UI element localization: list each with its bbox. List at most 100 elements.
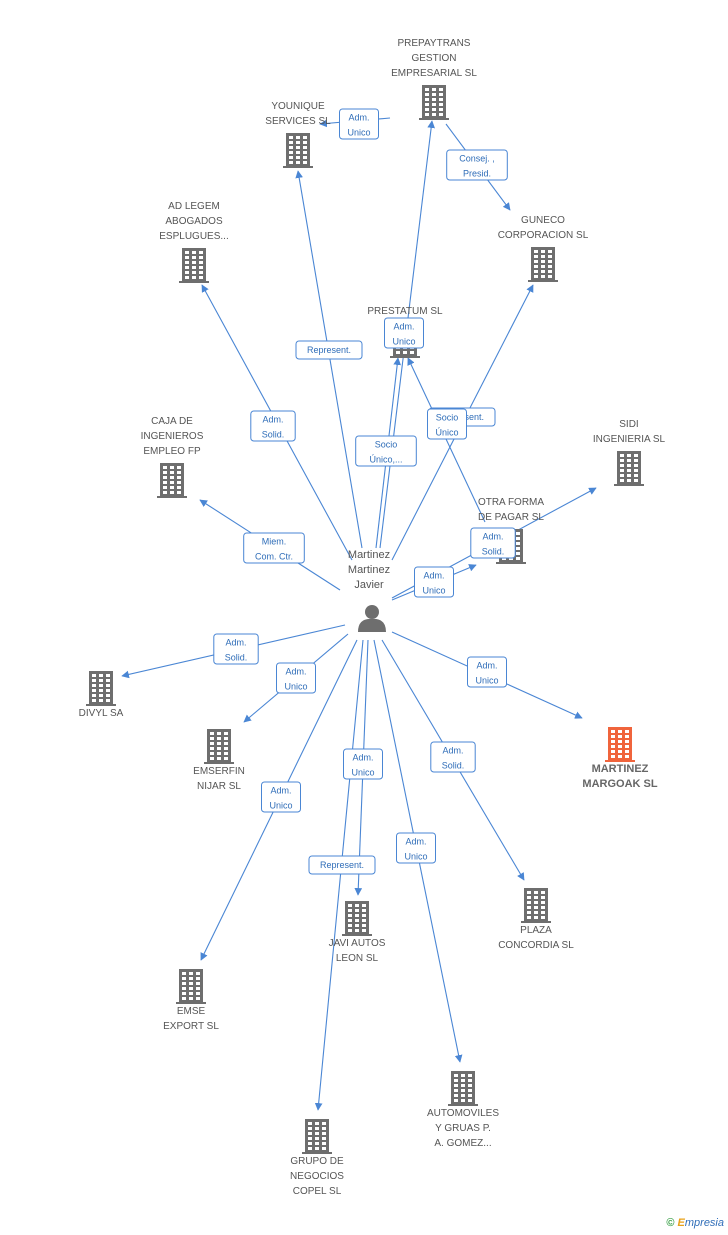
- edge-label-center-emserfin[interactable]: Adm.Unico: [276, 662, 316, 694]
- building-icon: [528, 247, 558, 282]
- edge-center-grupo: [314, 639, 364, 1111]
- company-node-younique[interactable]: YOUNIQUE SERVICES SL: [265, 101, 331, 168]
- edge-label-prepaytrans-guneco[interactable]: Consej. , Presid.: [446, 149, 508, 181]
- edge-label-center-younique[interactable]: Represent.: [295, 340, 363, 360]
- company-name: SERVICES SL: [265, 116, 331, 127]
- edge-label-prepaytrans-younique[interactable]: Adm. Unico: [339, 108, 379, 140]
- edge-label-center-otraforma[interactable]: Adm. Unico: [414, 566, 454, 598]
- building-icon: [176, 969, 206, 1004]
- edge-label-text: Único: [435, 428, 458, 438]
- edge-label-text: Unico: [347, 128, 370, 138]
- edge-label-center-automoviles[interactable]: Adm.Unico: [396, 832, 436, 864]
- edge-label-box: [250, 410, 296, 442]
- edge-label-text: Miem.: [262, 537, 287, 547]
- edge-label-text: Com. Ctr.: [255, 552, 293, 562]
- person-name: Martinez: [348, 564, 390, 576]
- edge-label-center-adlegem[interactable]: Adm.Solid.: [250, 410, 296, 442]
- building-icon: [86, 671, 116, 706]
- company-name: GRUPO DE: [290, 1156, 344, 1167]
- edge-label-box: [427, 408, 467, 440]
- edge-label-text: Unico: [351, 768, 374, 778]
- edge-label-box: [308, 855, 376, 875]
- company-name: CAJA DE: [151, 416, 193, 427]
- edge-label-text: Consej. ,: [459, 154, 495, 164]
- company-name: INGENIEROS: [141, 431, 204, 442]
- company-name: AD LEGEM: [168, 201, 220, 212]
- edge-label-text: Presid.: [463, 169, 491, 179]
- edge-label-center-divyl[interactable]: Adm. Solid.: [213, 633, 259, 665]
- building-icon: [448, 1071, 478, 1106]
- company-name: CONCORDIA SL: [498, 940, 574, 951]
- edge-label-text: Adm.: [423, 571, 444, 581]
- edge-label-center-emse[interactable]: Adm. Unico: [261, 781, 301, 813]
- company-name: PREPAYTRANS: [398, 38, 471, 49]
- copyright-symbol: ©: [666, 1217, 675, 1229]
- edge-label-box: [339, 108, 379, 140]
- company-node-sidi[interactable]: SIDI INGENIERIA SL: [593, 419, 666, 486]
- edge-label-box: [470, 527, 516, 559]
- edge-label-center-grupo[interactable]: Represent.: [308, 855, 376, 875]
- edge-label-box: [213, 633, 259, 665]
- company-name: YOUNIQUE: [271, 101, 325, 112]
- edge-otraforma-prestatum: [407, 357, 486, 523]
- edge-label-text: Represent.: [307, 345, 351, 355]
- edge-label-center-caja[interactable]: Miem. Com. Ctr.: [243, 532, 305, 564]
- edge-label-text: Unico: [422, 586, 445, 596]
- edge-labels-layer: Represent.SocioÚnico,...Adm.UnicoConsej.…: [213, 108, 516, 875]
- person-icon: [358, 605, 386, 632]
- building-icon: [157, 463, 187, 498]
- edge-label-text: Adm.: [442, 746, 463, 756]
- edge-label-box: [261, 781, 301, 813]
- brand-name: mpresia: [684, 1217, 724, 1229]
- edge-label-box: [414, 566, 454, 598]
- edge-label-box: [295, 340, 363, 360]
- edge-label-box: [343, 748, 383, 780]
- building-icon: [342, 901, 372, 936]
- company-name: INGENIERIA SL: [593, 434, 666, 445]
- edge-label-center-martinezmargoak[interactable]: Adm.Unico: [467, 656, 507, 688]
- company-name: SIDI: [619, 419, 638, 430]
- company-name: MARGOAK SL: [582, 778, 657, 790]
- edge-label-center-sidi[interactable]: Adm.Solid.: [470, 527, 516, 559]
- edge-label-center-prepaytrans[interactable]: SocioÚnico,...: [355, 435, 417, 467]
- edge-label-text: Adm.: [285, 667, 306, 677]
- edge-label-box: [467, 656, 507, 688]
- edge-label-center-javiautos[interactable]: Adm. Unico: [343, 748, 383, 780]
- edge-label-text: Unico: [269, 801, 292, 811]
- company-name: COPEL SL: [293, 1186, 342, 1197]
- company-name: EMSERFIN: [193, 766, 245, 777]
- edge-label-text: Adm.: [262, 415, 283, 425]
- edge-label-center-plaza[interactable]: Adm.Solid.: [430, 741, 476, 773]
- edge-label-text: Adm.: [482, 532, 503, 542]
- edge-label-text: Adm.: [352, 753, 373, 763]
- edge-label-box: [446, 149, 508, 181]
- edge-label-text: Adm.: [348, 113, 369, 123]
- edge-label-box: [384, 317, 424, 349]
- edge-label-center-prestatum[interactable]: Adm.Unico: [384, 317, 424, 349]
- edge-label-text: Adm.: [225, 638, 246, 648]
- company-name: GESTION: [411, 53, 456, 64]
- company-node-adlegem[interactable]: AD LEGEMABOGADOSESPLUGUES...: [159, 201, 229, 283]
- company-name: DIVYL SA: [79, 708, 124, 719]
- edge-label-text: Solid.: [225, 653, 248, 663]
- edge-label-text: Adm.: [270, 786, 291, 796]
- company-name: LEON SL: [336, 953, 379, 964]
- person-name: Martinez: [348, 549, 390, 561]
- footer-brand: ©Empresia: [666, 1217, 724, 1229]
- edge-label-box: [276, 662, 316, 694]
- company-node-divyl[interactable]: DIVYL SA: [79, 671, 124, 719]
